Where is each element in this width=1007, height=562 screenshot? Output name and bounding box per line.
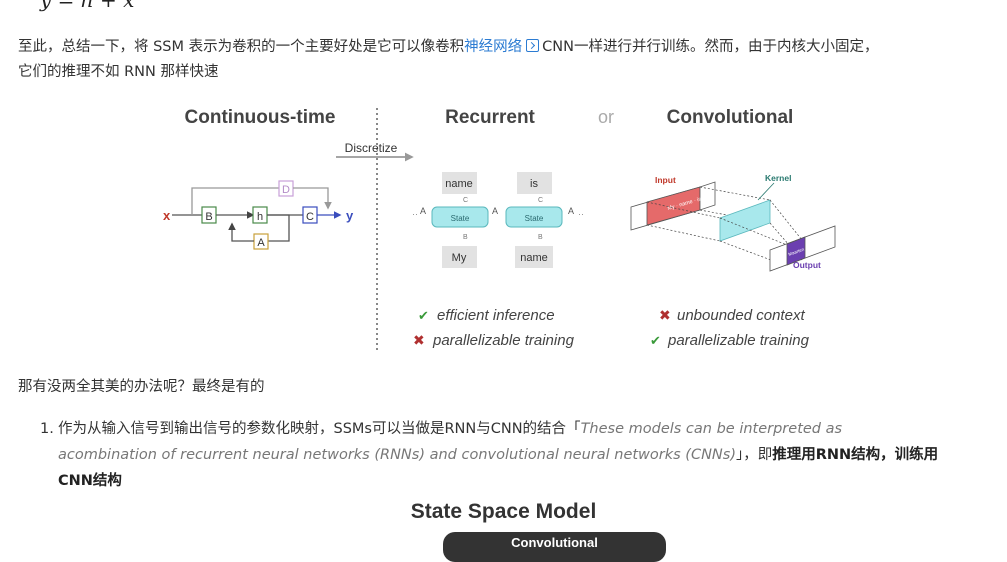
output-label: Output [793, 260, 821, 270]
cross-icon-2: ✖ [659, 307, 671, 323]
ssm-figure-title: State Space Model [410, 500, 597, 523]
b-label-2: B [538, 234, 543, 241]
check-icon-1: ✔ [418, 308, 429, 323]
state-label-1: State [451, 214, 470, 223]
token-name-bottom-label: name [520, 252, 548, 264]
list-item: 1. 作为从输入信号到输出信号的参数化映射，SSMs可以当做是RNN与CNN的结… [40, 416, 960, 494]
b-label-1: B [463, 234, 468, 241]
convolutional-title: Convolutional [667, 107, 794, 128]
list-quote-1: These models can be interpreted as [580, 421, 843, 437]
list-bold-2: CNN结构 [58, 473, 122, 489]
list-text-2: 」，即 [736, 447, 773, 463]
efficient-inference-label: efficient inference [437, 307, 555, 324]
ellipsis-right: ·· [578, 209, 584, 219]
c-label-1: C [463, 197, 468, 204]
state-cell-1 [431, 206, 489, 228]
convolutional-pill: Convolutional [443, 532, 666, 562]
token-name-top [442, 172, 477, 194]
output-cell [786, 236, 806, 266]
output-cell-text: Maarten [788, 246, 806, 257]
state-cell-2 [505, 206, 563, 228]
token-my-label: My [452, 252, 467, 264]
paragraph-summary: 至此，总结一下，将 SSM 表示为卷积的一个主要好处是它可以像卷积神经网络 CNN… [18, 35, 988, 85]
para-text-after: CNN一样进行并行训练。然而，由于内核大小固定， [542, 39, 879, 55]
continuous-time-diagram: x B h C y A D [163, 180, 354, 250]
para-text-before: 至此，总结一下，将 SSM 表示为卷积的一个主要好处是它可以像卷积 [18, 39, 465, 55]
paragraph-question: 那有没两全其美的办法呢？最终是有的 [18, 379, 265, 395]
external-link-icon[interactable] [526, 39, 540, 52]
para-text-line2: 它们的推理不如 RNN 那样快速 [18, 64, 219, 80]
parallelizable-training-recurrent-label: parallelizable training [432, 332, 575, 349]
list-quote-2: acombination of recurrent neural network… [58, 447, 736, 463]
kernel-label: Kernel [765, 173, 791, 183]
check-icon-2: ✔ [650, 333, 661, 348]
discretize-label: Discretize [345, 141, 398, 155]
token-my [442, 246, 477, 268]
ssm-representations-figure: Continuous-time Recurrent or Convolution… [150, 100, 850, 355]
a-bar-1: A [420, 206, 426, 216]
x-label: x [163, 208, 171, 223]
y-label: y [346, 208, 354, 223]
link-neural-network[interactable]: 神经网络 [464, 39, 523, 55]
parallelizable-training-convolutional-label: parallelizable training [667, 332, 810, 349]
or-label: or [598, 107, 614, 127]
input-label: Input [655, 175, 676, 185]
block-b-label: B [205, 211, 212, 223]
formula-fragment: y = h + x [40, 0, 135, 12]
a-bar-3: A [568, 206, 574, 216]
ordered-list: 1. 作为从输入信号到输出信号的参数化映射，SSMs可以当做是RNN与CNN的结… [40, 416, 960, 494]
cross-icon-1: ✖ [413, 332, 425, 348]
recurrent-diagram: name is C C ·· A State A State A ·· B B … [412, 172, 584, 268]
block-c-label: C [306, 211, 314, 223]
unbounded-context-label: unbounded context [677, 307, 805, 324]
block-h-label: h [257, 211, 263, 223]
block-d-label: D [282, 184, 290, 196]
a-bar-2: A [492, 206, 498, 216]
convolutional-diagram: Input My · name · is Kernel Maarten Outp… [630, 173, 836, 272]
state-label-2: State [525, 214, 544, 223]
ellipsis-left: ·· [412, 209, 418, 219]
continuous-time-title: Continuous-time [185, 107, 336, 128]
block-a-label: A [257, 237, 265, 249]
token-is-top-label: is [530, 178, 538, 190]
token-is-top [517, 172, 552, 194]
token-name-top-label: name [445, 178, 473, 190]
list-number: 1. [40, 421, 54, 437]
list-text-1: 作为从输入信号到输出信号的参数化映射，SSMs可以当做是RNN与CNN的结合「 [58, 421, 581, 437]
c-label-2: C [538, 197, 543, 204]
token-name-bottom [515, 246, 553, 268]
list-bold-1: 推理用RNN结构，训练用 [772, 447, 939, 463]
recurrent-title: Recurrent [445, 107, 535, 128]
